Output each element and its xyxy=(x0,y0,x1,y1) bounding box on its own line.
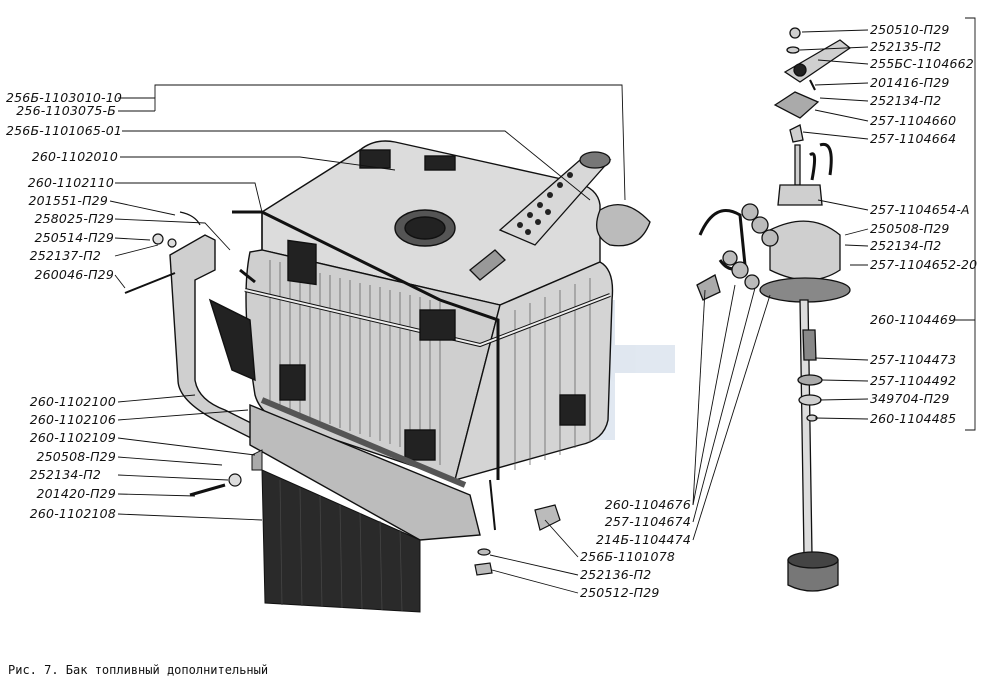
part-label: 260-1102106 xyxy=(29,412,116,427)
figure-caption: Рис. 7. Бак топливный дополнительный xyxy=(8,663,269,677)
part-label: 257-1104652-20 xyxy=(870,257,978,272)
part-label: 257-1104674 xyxy=(604,514,691,529)
part-label: 260046-П29 xyxy=(34,267,114,282)
leader-lines xyxy=(109,17,976,594)
part-label: 252136-П2 xyxy=(580,567,652,582)
part-label: 201551-П29 xyxy=(28,193,108,208)
part-label: 256Б-1101078 xyxy=(580,549,676,564)
part-label: 201420-П29 xyxy=(36,486,116,501)
part-label: 260-1104485 xyxy=(870,411,957,426)
part-label: 256Б-1103010-10 xyxy=(6,90,123,105)
part-label: 257-1104654-А xyxy=(870,202,970,217)
part-label: 257-1104492 xyxy=(870,373,957,388)
left-fasteners xyxy=(124,211,256,497)
part-label: 258025-П29 xyxy=(34,211,114,226)
part-label: 250512-П29 xyxy=(580,585,660,600)
part-label: 260-1102108 xyxy=(29,506,116,521)
part-label: 256-1103075-Б xyxy=(16,103,116,118)
part-label: 252134-П2 xyxy=(870,93,942,108)
part-label: 260-1104469 xyxy=(870,312,957,327)
filler-tube xyxy=(469,151,651,281)
part-label: 257-1104473 xyxy=(870,352,957,367)
part-label: 250508-П29 xyxy=(870,221,950,236)
part-label: 260-1102100 xyxy=(29,394,116,409)
part-label: 214Б-1104474 xyxy=(595,532,691,547)
part-label: 250508-П29 xyxy=(36,449,116,464)
part-label: 257-1104664 xyxy=(870,131,957,146)
part-label: 250514-П29 xyxy=(34,230,114,245)
part-label: 252137-П2 xyxy=(29,248,101,263)
fuel-level-sender xyxy=(696,27,852,592)
fuel-tank xyxy=(232,140,614,482)
bottom-fasteners xyxy=(474,479,561,576)
part-label: 349704-П29 xyxy=(870,391,950,406)
part-label: 252134-П2 xyxy=(29,467,101,482)
mounting-bracket xyxy=(169,234,481,541)
part-label: 260-1102109 xyxy=(29,430,116,445)
mud-flap xyxy=(251,449,421,613)
part-label: 256Б-1101065-01 xyxy=(6,123,123,138)
part-label: 260-1102010 xyxy=(31,149,118,164)
part-label: 260-1102110 xyxy=(27,175,114,190)
part-label: 201416-П29 xyxy=(870,75,950,90)
part-label: 257-1104660 xyxy=(870,113,957,128)
part-label: 252134-П2 xyxy=(870,238,942,253)
part-label: 260-1104676 xyxy=(604,497,691,512)
part-label: 250510-П29 xyxy=(870,22,950,37)
part-label: 255БС-1104662 xyxy=(870,56,974,71)
part-label: 252135-П2 xyxy=(870,39,942,54)
